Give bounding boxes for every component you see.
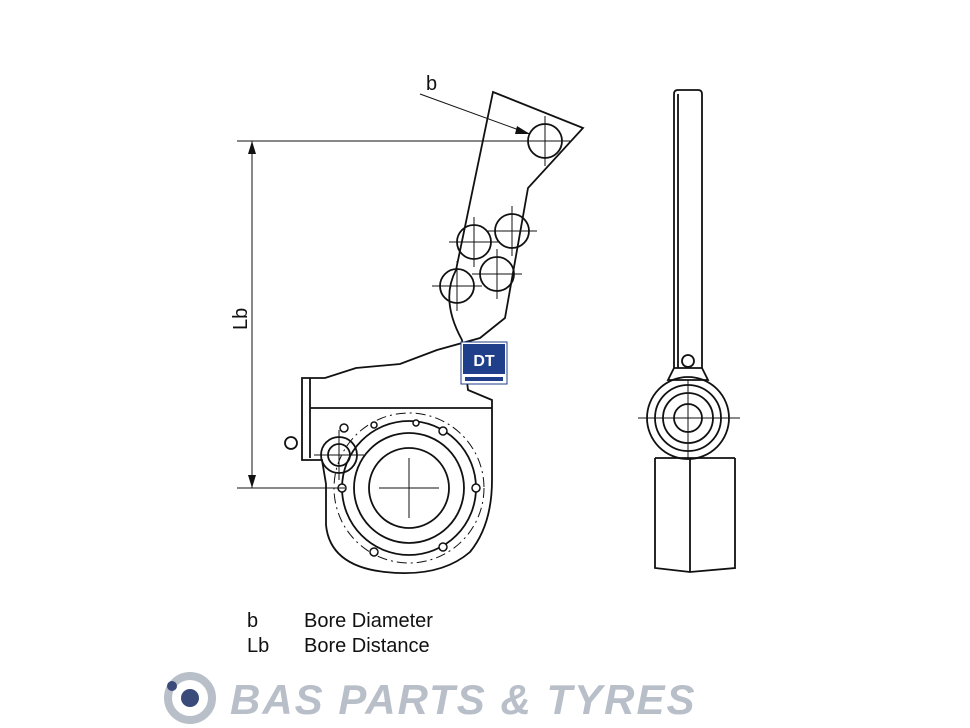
side-view-body — [654, 458, 736, 573]
bas-watermark: BAS PARTS & TYRES — [164, 672, 697, 724]
slack-adjuster-arm-outline — [301, 90, 585, 575]
legend-row-bore-diameter: b Bore Diameter — [247, 610, 433, 633]
watermark-text: BAS PARTS & TYRES — [230, 676, 697, 723]
legend-row-bore-distance: Lb Bore Distance — [247, 635, 430, 658]
legend-symbol: Lb — [247, 635, 270, 657]
svg-text:DT: DT — [473, 353, 495, 370]
dim-label-lb: Lb — [230, 308, 252, 330]
legend-description: Bore Diameter — [304, 610, 433, 632]
bas-logo-icon — [164, 672, 216, 724]
dt-logo: DT — [460, 341, 508, 385]
dim-label-b: b — [426, 73, 437, 95]
legend-symbol: b — [247, 610, 259, 632]
legend-description: Bore Distance — [304, 635, 430, 657]
b-leader-line — [419, 93, 531, 135]
side-view-arm — [673, 89, 703, 369]
